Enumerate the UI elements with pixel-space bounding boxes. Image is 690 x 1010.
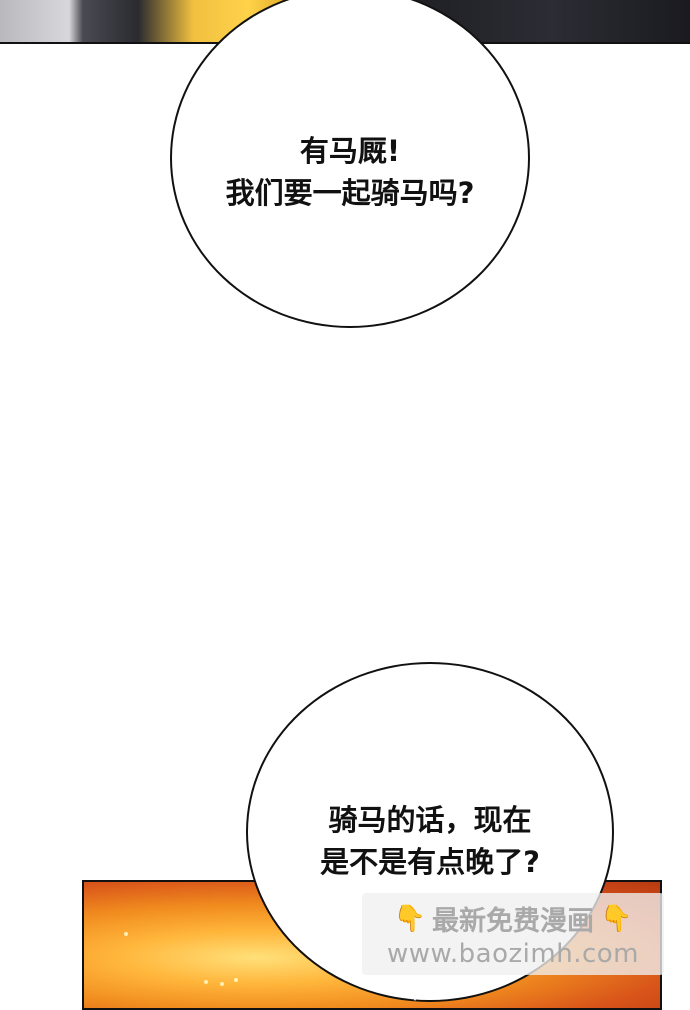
sparkle-mark bbox=[220, 982, 224, 986]
watermark-banner: 👇 最新免费漫画 👇 www.baozimh.com bbox=[362, 893, 664, 975]
watermark-url: www.baozimh.com bbox=[387, 939, 639, 969]
sparkle-mark bbox=[234, 978, 238, 982]
speech-bubble-1-text: 有马厩! 我们要一起骑马吗? bbox=[226, 130, 475, 214]
watermark-title: 最新免费漫画 bbox=[432, 906, 594, 937]
watermark-title-row: 👇 最新免费漫画 👇 bbox=[362, 899, 664, 938]
pointing-hand-icon: 👇 bbox=[600, 903, 633, 934]
speech-bubble-2-tail bbox=[405, 985, 425, 1001]
pointing-hand-icon: 👇 bbox=[393, 903, 426, 934]
sparkle-mark bbox=[124, 932, 128, 936]
speech-bubble-1-line-2: 我们要一起骑马吗? bbox=[225, 176, 475, 210]
sparkle-mark bbox=[204, 980, 208, 984]
speech-bubble-2-line-2: 是不是有点晚了? bbox=[320, 845, 540, 879]
speech-bubble-2-text: 骑马的话，现在 是不是有点晚了? bbox=[320, 799, 540, 883]
speech-bubble-2-line-1: 骑马的话，现在 bbox=[328, 803, 532, 837]
speech-bubble-1-line-1: 有马厩! bbox=[299, 134, 401, 168]
speech-bubble-1: 有马厩! 我们要一起骑马吗? bbox=[170, 0, 530, 328]
